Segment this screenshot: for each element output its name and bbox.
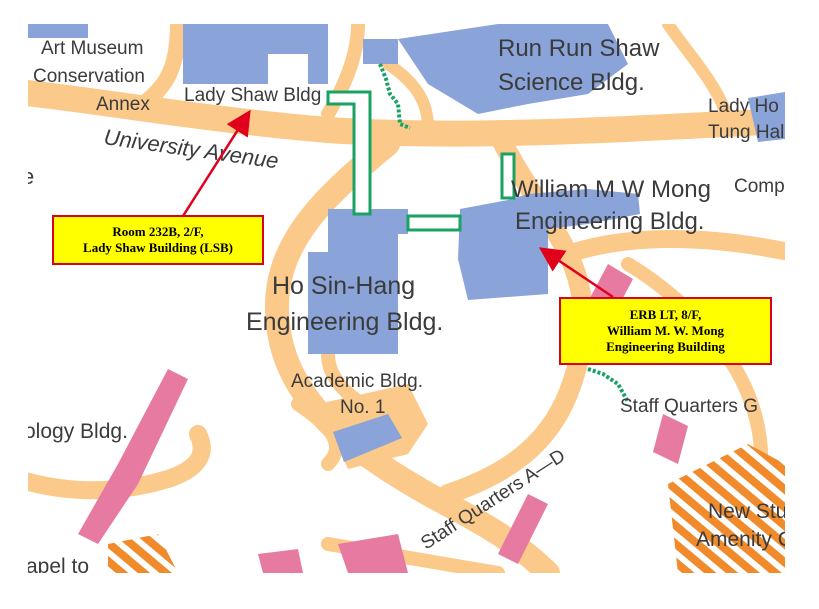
academic-bldg-no-1-inner — [333, 414, 402, 462]
label-mong-2: Engineering Bldg. — [515, 208, 704, 235]
road-east-loop — [559, 230, 785, 263]
road-academic — [291, 397, 343, 471]
callout-erb-lt: ERB LT, 8/F, William M. W. Mong Engineer… — [559, 297, 772, 365]
label-lady-shaw: Lady Shaw Bldg — [184, 85, 321, 106]
label-left-cut: e — [28, 164, 34, 189]
label-run-run-2: Science Bldg. — [498, 69, 645, 96]
callout-erb-line3: Engineering Building — [606, 339, 725, 354]
label-run-run-1: Run Run Shaw — [498, 35, 660, 62]
new-student-amenity-centre — [668, 444, 785, 573]
callout-lsb-line1: Room 232B, 2/F, — [112, 224, 204, 239]
university-avenue-road — [28, 80, 785, 147]
label-art-museum-2: Conservation — [33, 66, 145, 87]
label-art-museum-3: Annex — [96, 94, 150, 115]
label-art-museum-1: Art Museum — [41, 38, 143, 59]
label-ology: ology Bldg. — [28, 420, 128, 443]
label-lady-ho-1: Lady Ho — [708, 96, 779, 117]
label-ho-sin-hang-1: Ho Sin-Hang — [272, 272, 415, 300]
walkway-lady-shaw-bridge — [326, 90, 372, 216]
label-new-stu-1: New Stu — [708, 500, 785, 523]
label-academic-2: No. 1 — [340, 397, 385, 418]
walkways — [326, 63, 630, 403]
label-academic-1: Academic Bldg. — [291, 371, 423, 392]
label-complex: Comple — [734, 176, 785, 197]
art-museum-annex — [28, 24, 88, 38]
walkway-run-run-stairs — [378, 63, 411, 130]
label-mong-1: William M W Mong — [511, 176, 711, 203]
walkway-mong-north — [500, 152, 516, 200]
pink-bldg-south-3 — [258, 549, 303, 573]
lady-ho-tung-hall — [748, 92, 785, 142]
label-chapel: apel to — [28, 555, 89, 573]
pink-bldg-staff-g — [653, 414, 688, 464]
road-east-top — [662, 24, 734, 126]
arrow-to-mong — [538, 247, 614, 299]
walkway-hsh-mong-bridge — [406, 214, 462, 232]
road-sw — [28, 425, 211, 500]
hatched-bldg-sw — [108, 534, 178, 573]
lady-shaw-building — [183, 24, 328, 84]
label-new-stu-2: Amenity C — [696, 528, 785, 551]
callout-erb-line1: ERB LT, 8/F, — [629, 307, 702, 322]
pink-bldg-south-2 — [338, 534, 408, 573]
run-run-shaw-annex — [363, 39, 398, 64]
run-run-shaw-science-bldg — [398, 24, 628, 114]
pink-bldg-south-1 — [498, 494, 548, 564]
road-art-museum-spur — [140, 24, 186, 108]
callout-lsb-room: Room 232B, 2/F, Lady Shaw Building (LSB) — [52, 215, 264, 265]
ho-sin-hang-engineering-bldg — [308, 209, 408, 354]
callout-arrows — [181, 109, 614, 299]
arrow-to-lady-shaw — [181, 109, 251, 217]
pink-bldg-west — [78, 369, 188, 544]
william-mong-engineering-bldg — [458, 189, 640, 300]
label-lady-ho-2: Tung Hal — [708, 122, 784, 143]
callout-lsb-line2: Lady Shaw Building (LSB) — [83, 240, 233, 255]
walkway-staff-g-stairs — [587, 367, 630, 403]
callout-erb-line2: William M. W. Mong — [606, 323, 725, 338]
road-run-run-loop — [382, 58, 434, 134]
label-staff-q-g: Staff Quarters G — [620, 396, 758, 417]
label-ho-sin-hang-2: Engineering Bldg. — [246, 308, 443, 336]
buildings-hatched — [108, 444, 785, 573]
